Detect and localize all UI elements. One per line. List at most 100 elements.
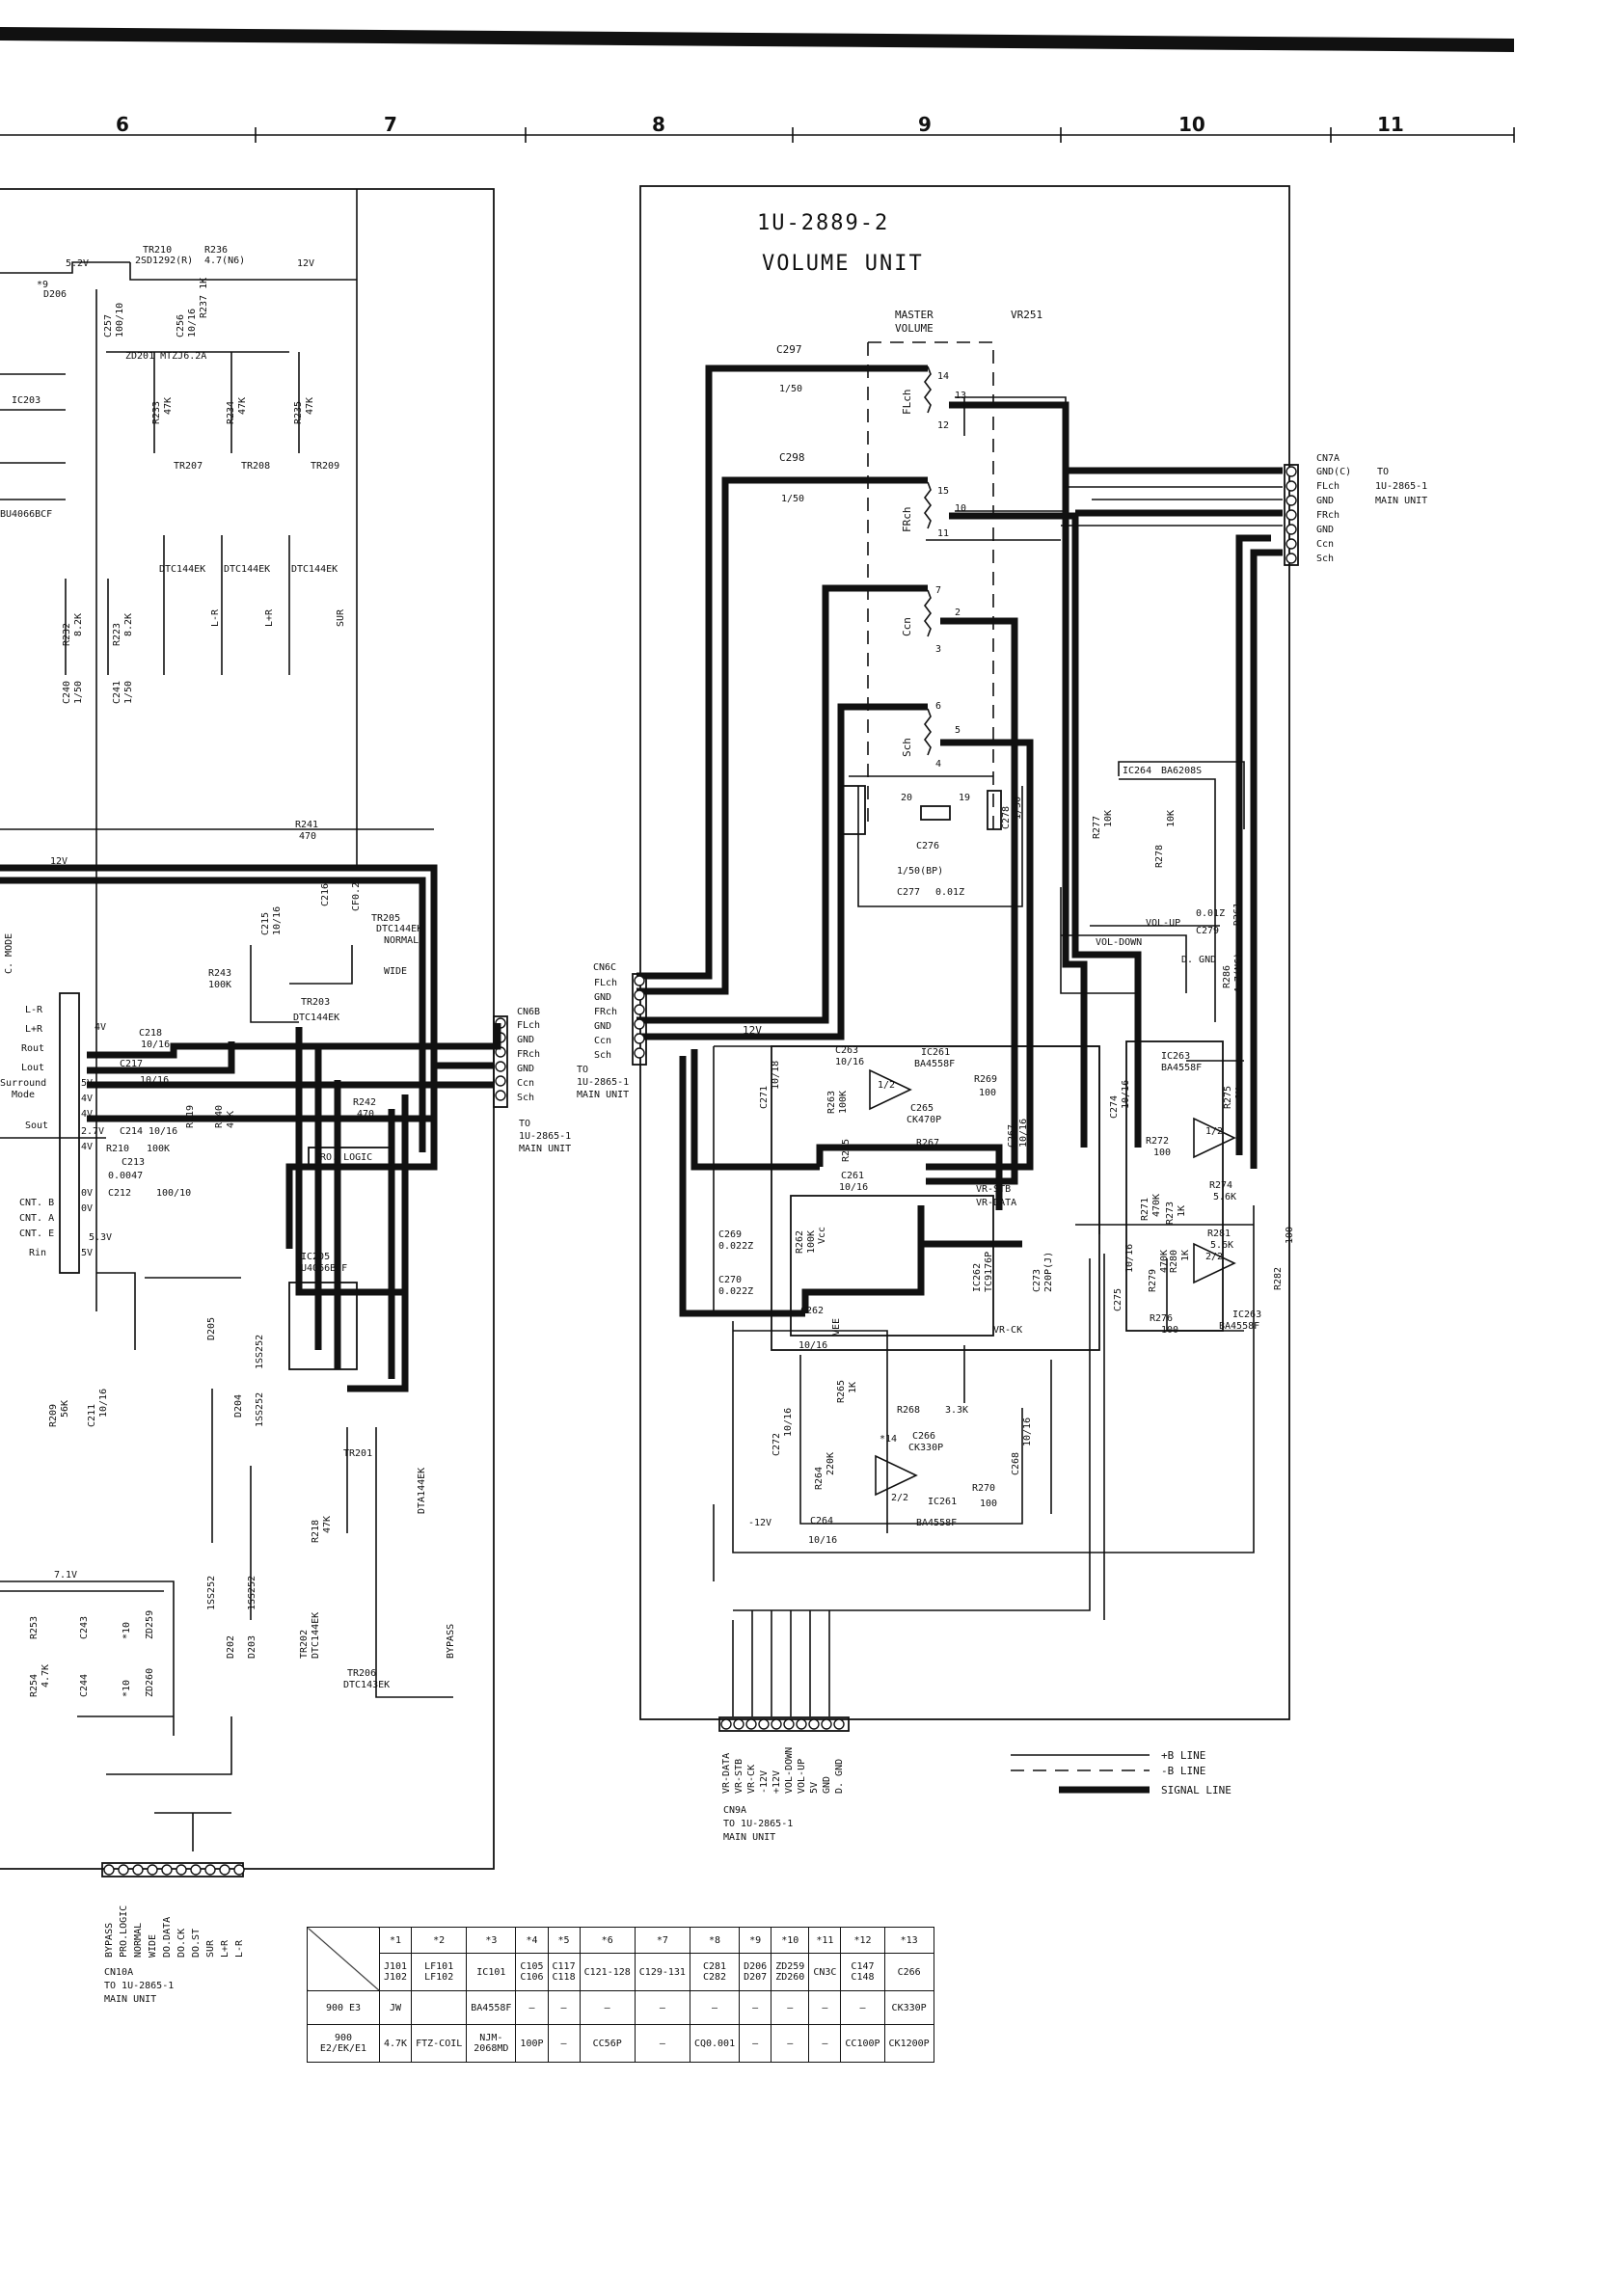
svg-text:R268: R268 [897, 1405, 920, 1416]
col-10: 10 [1178, 113, 1205, 136]
svg-text:C268: C268 [1011, 1452, 1021, 1475]
svg-text:12V: 12V [743, 1024, 762, 1037]
svg-text:VOL-DOWN: VOL-DOWN [1096, 937, 1142, 948]
cn10a-connector: BYPASS PRO.LOGIC NORMAL WIDE DO.DATA DO.… [101, 1862, 245, 2005]
value-cell: JW [378, 1990, 413, 2025]
svg-text:47K: 47K [226, 1111, 236, 1128]
svg-text:C270: C270 [718, 1275, 742, 1285]
svg-text:SUR: SUR [336, 608, 346, 627]
svg-text:2/2: 2/2 [891, 1493, 908, 1503]
svg-text:FLch: FLch [517, 1020, 540, 1031]
svg-text:C. MODE: C. MODE [4, 933, 14, 974]
svg-text:Rin: Rin [29, 1248, 46, 1258]
svg-text:FRch: FRch [1316, 510, 1340, 521]
svg-text:R278: R278 [1154, 845, 1165, 868]
svg-text:R272: R272 [1146, 1136, 1169, 1147]
svg-text:VR-DATA: VR-DATA [976, 1198, 1016, 1208]
unit-name: VOLUME UNIT [762, 252, 924, 276]
value-cell: — [547, 2024, 581, 2063]
svg-text:TR209: TR209 [311, 461, 339, 472]
svg-text:IC264: IC264 [1123, 766, 1151, 776]
svg-text:IC262: IC262 [972, 1263, 983, 1292]
svg-text:CNT. E: CNT. E [19, 1229, 54, 1239]
svg-text:470K: 470K [1159, 1250, 1170, 1273]
value-cell: CQ0.001 [689, 2024, 741, 2063]
left-signal-lines [0, 864, 501, 1392]
svg-text:8.2K: 8.2K [123, 613, 134, 636]
key-cell: *11 [808, 1927, 842, 1954]
svg-text:C269: C269 [718, 1229, 742, 1240]
value-cell: — [634, 2024, 690, 2063]
svg-text:10/16: 10/16 [141, 1040, 170, 1050]
svg-text:C261: C261 [841, 1171, 864, 1181]
svg-text:4.7(N6): 4.7(N6) [204, 256, 245, 266]
svg-text:TR202: TR202 [299, 1630, 310, 1659]
svg-text:47K: 47K [322, 1516, 333, 1533]
svg-text:C217: C217 [120, 1059, 143, 1069]
svg-text:R279: R279 [1148, 1269, 1158, 1292]
svg-text:5V: 5V [81, 1078, 93, 1089]
svg-text:DTC144EK: DTC144EK [376, 924, 422, 934]
svg-text:R223: R223 [112, 623, 122, 646]
svg-text:*9: *9 [37, 280, 48, 290]
svg-text:MAIN UNIT: MAIN UNIT [723, 1832, 775, 1843]
svg-text:10/18: 10/18 [771, 1061, 781, 1090]
svg-text:IC261: IC261 [921, 1047, 950, 1058]
svg-text:5.6K: 5.6K [1210, 1240, 1233, 1251]
svg-text:C264: C264 [810, 1516, 833, 1526]
svg-text:Sch: Sch [901, 738, 913, 757]
svg-text:10/16: 10/16 [98, 1389, 109, 1418]
svg-text:C257: C257 [103, 314, 114, 338]
svg-text:100/10: 100/10 [115, 303, 125, 338]
value-cell: 100P [515, 2024, 549, 2063]
volume-unit-box [639, 185, 1290, 1720]
svg-text:R269: R269 [974, 1074, 997, 1085]
svg-text:IC263: IC263 [1161, 1051, 1190, 1062]
svg-text:11: 11 [937, 528, 949, 539]
svg-text:D. GND: D. GND [1181, 955, 1216, 965]
svg-text:C212: C212 [108, 1188, 131, 1199]
svg-text:Lout: Lout [21, 1063, 44, 1073]
svg-text:4V: 4V [81, 1142, 93, 1152]
svg-text:D204: D204 [233, 1394, 244, 1418]
svg-text:5.6K: 5.6K [1213, 1192, 1236, 1202]
svg-text:TO 1U-2865-1: TO 1U-2865-1 [104, 1981, 174, 1991]
svg-text:BU4066BCF: BU4066BCF [295, 1263, 347, 1274]
svg-text:56K: 56K [60, 1400, 70, 1418]
svg-text:TR201: TR201 [343, 1448, 372, 1459]
value-cell: — [579, 1990, 636, 2025]
vr251-label: VR251 [1011, 309, 1042, 321]
ref-cell: IC101 [466, 1953, 517, 1991]
svg-text:MAIN UNIT: MAIN UNIT [1375, 496, 1427, 506]
key-cell: *4 [515, 1927, 549, 1954]
svg-text:ZD259: ZD259 [145, 1610, 155, 1639]
svg-text:BA4558F: BA4558F [1161, 1063, 1202, 1073]
svg-text:7.1V: 7.1V [54, 1570, 77, 1580]
svg-text:1U-2865-1: 1U-2865-1 [577, 1077, 629, 1088]
svg-text:TR203: TR203 [301, 997, 330, 1008]
svg-text:47K: 47K [237, 397, 248, 415]
svg-text:D261: D261 [1232, 903, 1243, 926]
svg-text:3: 3 [935, 644, 941, 655]
svg-text:12V: 12V [50, 856, 68, 867]
value-cell: FTZ-COIL [411, 2024, 468, 2063]
svg-text:10/16: 10/16 [783, 1408, 794, 1437]
svg-text:100K: 100K [147, 1144, 170, 1154]
svg-text:TR207: TR207 [174, 461, 203, 472]
svg-text:1U-2865-1: 1U-2865-1 [1375, 481, 1427, 492]
svg-text:5: 5 [955, 725, 961, 736]
svg-text:TO: TO [1377, 467, 1389, 477]
svg-text:SUR: SUR [205, 1939, 216, 1958]
svg-text:GND: GND [594, 992, 611, 1003]
svg-text:TR205: TR205 [371, 913, 400, 924]
svg-text:4.7K: 4.7K [41, 1664, 51, 1688]
svg-text:1K: 1K [1180, 1250, 1191, 1261]
svg-text:1K: 1K [1177, 1205, 1187, 1217]
svg-text:1/50: 1/50 [781, 494, 804, 504]
svg-text:C214: C214 [120, 1126, 143, 1137]
svg-text:10: 10 [955, 503, 966, 514]
svg-text:1SS252: 1SS252 [255, 1335, 265, 1369]
svg-text:NORMAL: NORMAL [133, 1923, 144, 1958]
svg-text:D202: D202 [226, 1635, 236, 1659]
value-cell [411, 1990, 468, 2025]
